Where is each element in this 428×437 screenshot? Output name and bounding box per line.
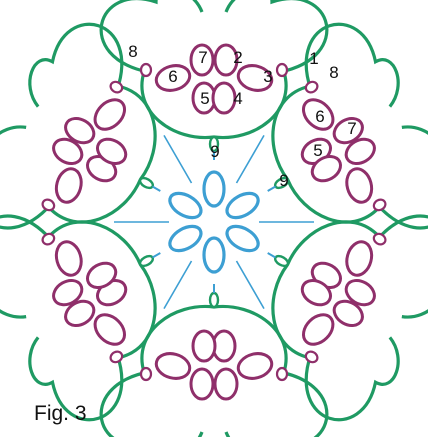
ring-2 [332, 299, 364, 328]
figure-caption: Fig. 3 [34, 402, 87, 425]
green-chain-right [224, 0, 329, 74]
ring-7 [189, 43, 215, 77]
stem-thread [152, 185, 161, 192]
arm-3 [267, 214, 428, 422]
green-chain-right [375, 125, 428, 230]
label-5-right: 5 [313, 141, 322, 160]
picot-ring-left [304, 80, 319, 94]
ring-2 [64, 116, 96, 145]
label-6-top: 6 [168, 67, 177, 86]
ring-7 [344, 278, 376, 307]
center-thread-6 [163, 134, 193, 184]
ring-3 [236, 64, 274, 92]
label-3-top: 3 [263, 67, 272, 86]
center-thread-1 [235, 134, 265, 184]
ring-4 [300, 279, 332, 307]
ring-6 [301, 98, 335, 131]
ring-6 [54, 167, 83, 204]
ring-4 [86, 261, 118, 289]
ring-6 [345, 240, 374, 277]
ring-2 [344, 137, 376, 166]
picot-ring-right [372, 198, 387, 212]
arm-4 [99, 284, 329, 437]
ring-7 [213, 367, 239, 401]
ring-6 [154, 64, 192, 92]
center-thread-4 [163, 260, 193, 310]
stem-link [138, 254, 155, 268]
center-blue-rings [114, 134, 314, 310]
stem-link [138, 176, 155, 190]
ring-2 [189, 367, 215, 401]
label-2-top: 2 [233, 48, 242, 67]
ring-6 [236, 352, 274, 380]
green-chain-right [28, 22, 124, 108]
picot-ring-right [304, 350, 319, 364]
right-arm-labels: 6 7 5 9 [279, 107, 356, 190]
picot-ring-left [139, 62, 153, 78]
green-chain-left [99, 0, 204, 74]
stem-thread [267, 252, 276, 259]
picot-ring-right [41, 232, 56, 246]
ring-4 [211, 81, 237, 115]
label-7-top: 7 [198, 48, 207, 67]
ring-6 [93, 313, 127, 346]
ring-4 [191, 329, 217, 363]
label-8-right: 8 [329, 63, 338, 82]
ring-3 [54, 240, 83, 277]
stem-link [273, 254, 290, 268]
picot-ring-left [372, 232, 387, 246]
label-1-top-right: 1 [309, 49, 318, 68]
center-thread-3 [235, 260, 265, 310]
green-chain-right [0, 214, 53, 319]
picot-ring-right [139, 366, 153, 382]
ring-3 [154, 352, 192, 380]
label-9-right: 9 [279, 171, 288, 190]
stem-thread [152, 252, 161, 259]
label-8-top-left: 8 [128, 42, 137, 61]
center-ring-4 [202, 236, 226, 274]
ring-4 [310, 155, 342, 183]
picot-ring-left [109, 350, 124, 364]
arm-6 [0, 22, 161, 230]
label-6-right: 6 [315, 107, 324, 126]
ring-2 [213, 43, 239, 77]
green-chain-left [0, 125, 53, 230]
picot-ring-left [41, 198, 56, 212]
green-chain-left [304, 22, 400, 108]
stem-link [208, 291, 220, 309]
green-chain-right [99, 370, 204, 437]
arm-2 [267, 22, 428, 230]
green-chain-left [224, 370, 329, 437]
label-4-top: 4 [233, 89, 242, 108]
ring-3 [345, 167, 374, 204]
green-chain-right [304, 336, 400, 422]
center-ring-5 [168, 224, 203, 253]
ring-7 [332, 116, 364, 145]
picot-ring-right [109, 80, 124, 94]
center-ring-3 [225, 224, 260, 253]
stem-thread [267, 185, 276, 192]
picot-ring-right [275, 62, 289, 78]
ring-7 [52, 137, 84, 166]
arm-1 [99, 0, 329, 160]
center-ring-2 [225, 191, 260, 220]
label-5-top: 5 [200, 89, 209, 108]
label-9-top: 9 [210, 142, 219, 161]
green-chain-left [28, 336, 124, 422]
ring-2 [52, 278, 84, 307]
ring-4 [96, 137, 128, 165]
ring-3 [93, 98, 127, 131]
center-ring-1 [202, 170, 226, 208]
label-7-right: 7 [347, 119, 356, 138]
picot-ring-left [275, 366, 289, 382]
ring-7 [64, 299, 96, 328]
center-ring-6 [168, 191, 203, 220]
ring-3 [301, 313, 335, 346]
green-chain-left [375, 214, 428, 319]
top-arm-labels: 7 2 6 3 5 4 8 1 8 9 [128, 42, 338, 161]
